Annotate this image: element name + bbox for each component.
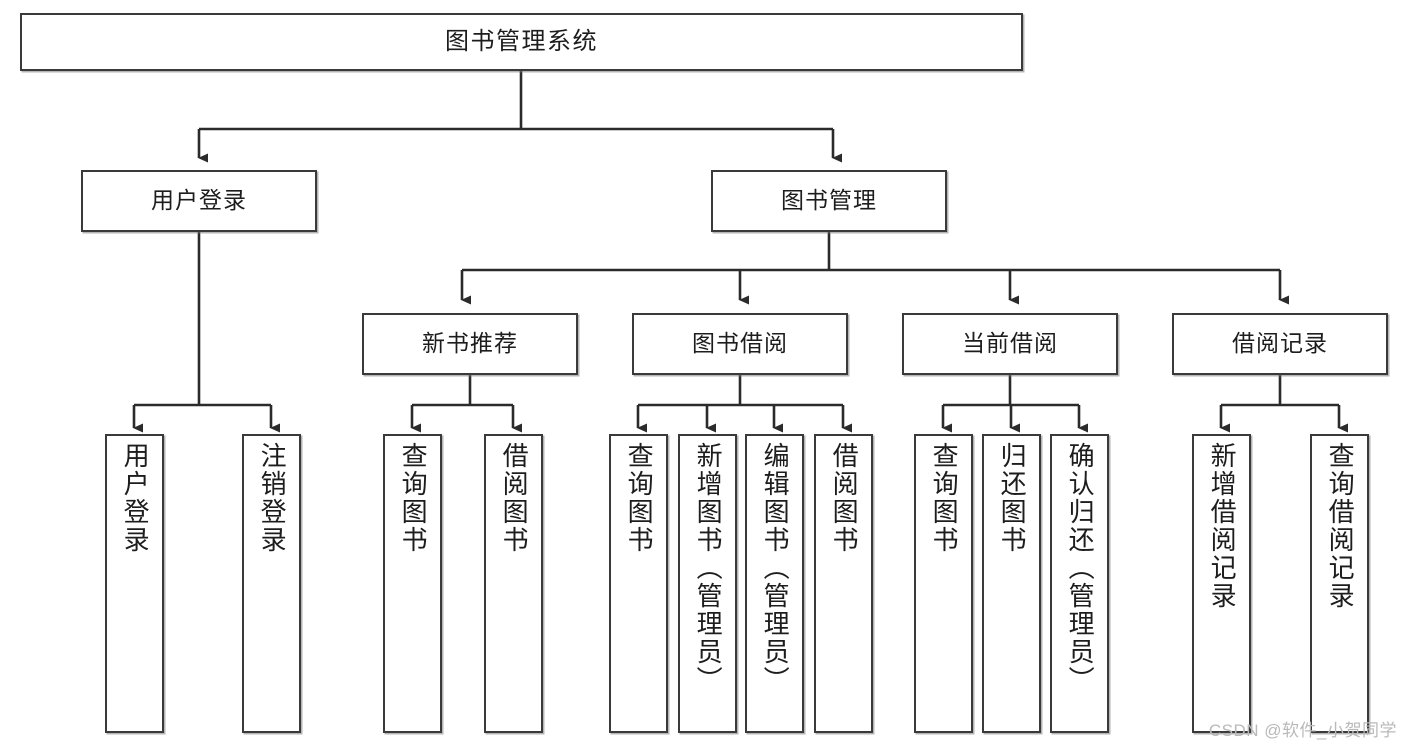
- csdn-watermark: CSDN @软件_小贺同学: [1208, 721, 1397, 740]
- leaf-borrow-book[interactable]: 借阅图书: [814, 434, 873, 733]
- node-new-book-recommend[interactable]: 新书推荐: [362, 313, 578, 375]
- leaf-add-borrow-record[interactable]: 新增借阅记录: [1192, 434, 1251, 733]
- leaf-query-book-current[interactable]: 查询图书: [914, 434, 973, 733]
- node-borrow-record[interactable]: 借阅记录: [1172, 313, 1388, 375]
- node-label: 借阅图书: [499, 442, 530, 554]
- leaf-query-book-borrow[interactable]: 查询图书: [609, 434, 668, 733]
- node-label: 新书推荐: [422, 330, 518, 357]
- node-label: 查询图书: [398, 442, 429, 554]
- leaf-edit-book-admin[interactable]: 编辑图书（管理员）: [745, 434, 804, 733]
- node-label: 借阅图书: [829, 442, 860, 554]
- node-label: 用户登录: [151, 187, 247, 214]
- node-book-borrow[interactable]: 图书借阅: [632, 313, 848, 375]
- node-label: 新增图书（管理员）: [693, 442, 724, 694]
- leaf-add-book-admin[interactable]: 新增图书（管理员）: [678, 434, 737, 733]
- leaf-confirm-return-admin[interactable]: 确认归还（管理员）: [1050, 434, 1109, 733]
- node-label: 查询图书: [929, 442, 960, 554]
- leaf-user-login[interactable]: 用户登录: [105, 434, 164, 733]
- node-label: 编辑图书（管理员）: [760, 442, 791, 694]
- node-label: 当前借阅: [962, 330, 1058, 357]
- leaf-logout-login[interactable]: 注销登录: [242, 434, 301, 733]
- node-label: 图书借阅: [692, 330, 788, 357]
- leaf-query-borrow-record[interactable]: 查询借阅记录: [1310, 434, 1369, 733]
- node-label: 图书管理: [781, 187, 877, 214]
- node-label: 新增借阅记录: [1207, 442, 1238, 610]
- node-label: 借阅记录: [1232, 330, 1328, 357]
- node-label: 图书管理系统: [445, 27, 598, 55]
- node-root-system[interactable]: 图书管理系统: [20, 13, 1023, 71]
- node-label: 归还图书: [997, 442, 1028, 554]
- leaf-borrow-book-recommend[interactable]: 借阅图书: [484, 434, 543, 733]
- leaf-return-book[interactable]: 归还图书: [982, 434, 1041, 733]
- node-current-borrow[interactable]: 当前借阅: [902, 313, 1118, 375]
- node-book-management[interactable]: 图书管理: [711, 170, 947, 232]
- node-label: 查询图书: [624, 442, 655, 554]
- node-label: 用户登录: [120, 442, 151, 554]
- node-user-login[interactable]: 用户登录: [81, 170, 317, 232]
- node-label: 确认归还（管理员）: [1065, 442, 1096, 694]
- node-label: 注销登录: [257, 442, 288, 554]
- leaf-query-book-recommend[interactable]: 查询图书: [383, 434, 442, 733]
- node-label: 查询借阅记录: [1325, 442, 1356, 610]
